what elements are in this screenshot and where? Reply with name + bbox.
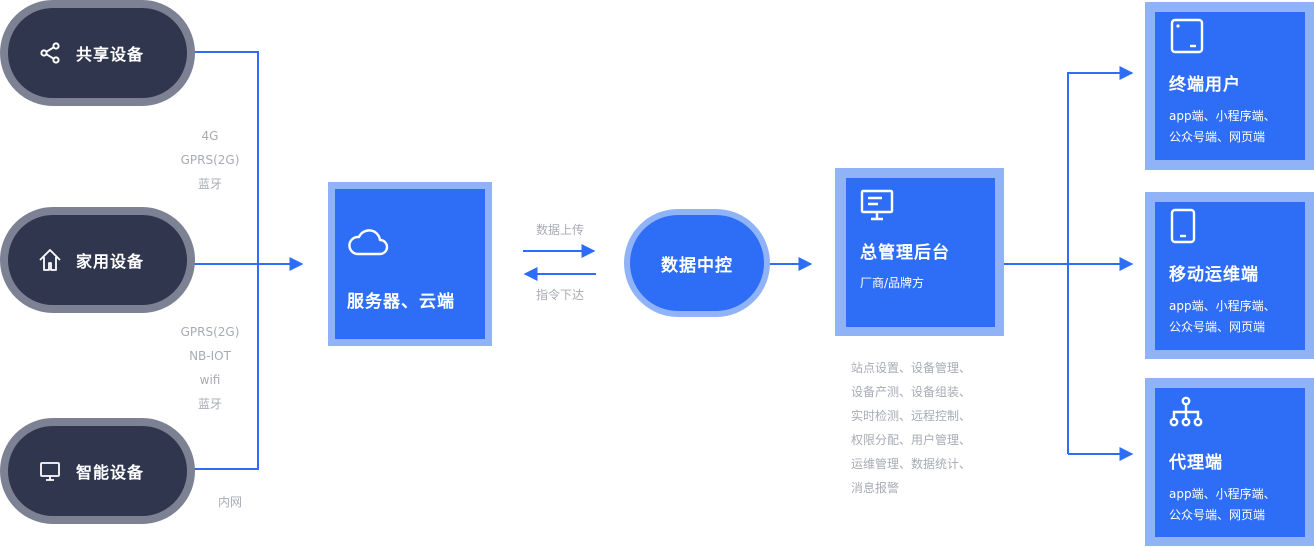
- monitor-icon: [860, 188, 894, 226]
- feature-line: 权限分配、用户管理、: [851, 433, 972, 447]
- platform-line: app端、小程序端、: [1169, 109, 1276, 123]
- network-note-bottom: 内网: [217, 495, 242, 509]
- feature-line: 运维管理、数据统计、: [851, 457, 972, 471]
- admin-subtitle: 厂商/品牌方: [860, 276, 925, 290]
- tablet-icon: [1169, 18, 1205, 58]
- note-line: GPRS(2G): [180, 153, 240, 167]
- admin-card-inner: 总管理后台 厂商/品牌方: [846, 178, 995, 327]
- data-hub: 数据中控: [624, 209, 770, 317]
- admin-title: 总管理后台: [860, 243, 950, 263]
- phone-icon: [1170, 208, 1196, 248]
- note-line: wifi: [199, 373, 221, 387]
- server-card-inner: 服务器、云端: [335, 189, 485, 339]
- upload-label: 数据上传: [535, 223, 584, 237]
- device-home: 家用设备: [0, 207, 195, 313]
- note-line: NB-IOT: [189, 349, 231, 363]
- platform-line: 公众号端、网页端: [1169, 320, 1266, 334]
- device-label: 家用设备: [76, 252, 145, 271]
- admin-features: 站点设置、设备管理、 设备产测、设备组装、 实时检测、远程控制、 权限分配、用户…: [851, 356, 971, 500]
- share-icon: [38, 41, 62, 65]
- endpoint-platforms: app端、小程序端、 公众号端、网页端: [1169, 106, 1276, 148]
- note-line: 4G: [201, 129, 219, 143]
- platform-line: app端、小程序端、: [1169, 299, 1276, 313]
- endpoint-card-inner: 终端用户 app端、小程序端、 公众号端、网页端: [1155, 12, 1305, 160]
- endpoint-title: 终端用户: [1169, 75, 1241, 95]
- note-line: 蓝牙: [197, 177, 222, 191]
- endpoint-title: 代理端: [1169, 453, 1223, 473]
- platform-line: 公众号端、网页端: [1169, 130, 1266, 144]
- cloud-icon: [347, 227, 389, 261]
- network-notes-middle: GPRS(2G) NB-IOT wifi 蓝牙: [170, 320, 250, 416]
- feature-line: 设备产测、设备组装、: [851, 385, 972, 399]
- feature-line: 站点设置、设备管理、: [851, 361, 972, 375]
- platform-line: 公众号端、网页端: [1169, 508, 1266, 522]
- command-label: 指令下达: [535, 288, 584, 302]
- org-chart-icon: [1169, 396, 1203, 432]
- home-icon: [38, 248, 62, 272]
- feature-line: 消息报警: [851, 481, 900, 495]
- device-smart: 智能设备: [0, 418, 195, 524]
- endpoint-title: 移动运维端: [1169, 265, 1259, 285]
- device-label: 共享设备: [76, 45, 145, 64]
- endpoint-card-inner: 代理端 app端、小程序端、 公众号端、网页端: [1155, 388, 1305, 537]
- device-shared: 共享设备: [0, 0, 195, 106]
- network-notes-top: 4G GPRS(2G) 蓝牙: [170, 124, 250, 196]
- endpoint-platforms: app端、小程序端、 公众号端、网页端: [1169, 484, 1276, 526]
- note-line: GPRS(2G): [180, 325, 240, 339]
- endpoint-platforms: app端、小程序端、 公众号端、网页端: [1169, 296, 1276, 338]
- note-line: 蓝牙: [197, 397, 222, 411]
- server-title: 服务器、云端: [347, 292, 455, 312]
- device-label: 智能设备: [76, 463, 145, 482]
- platform-line: app端、小程序端、: [1169, 487, 1276, 501]
- endpoint-card-inner: 移动运维端 app端、小程序端、 公众号端、网页端: [1155, 202, 1305, 350]
- monitor-icon: [38, 459, 62, 483]
- feature-line: 实时检测、远程控制、: [851, 409, 972, 423]
